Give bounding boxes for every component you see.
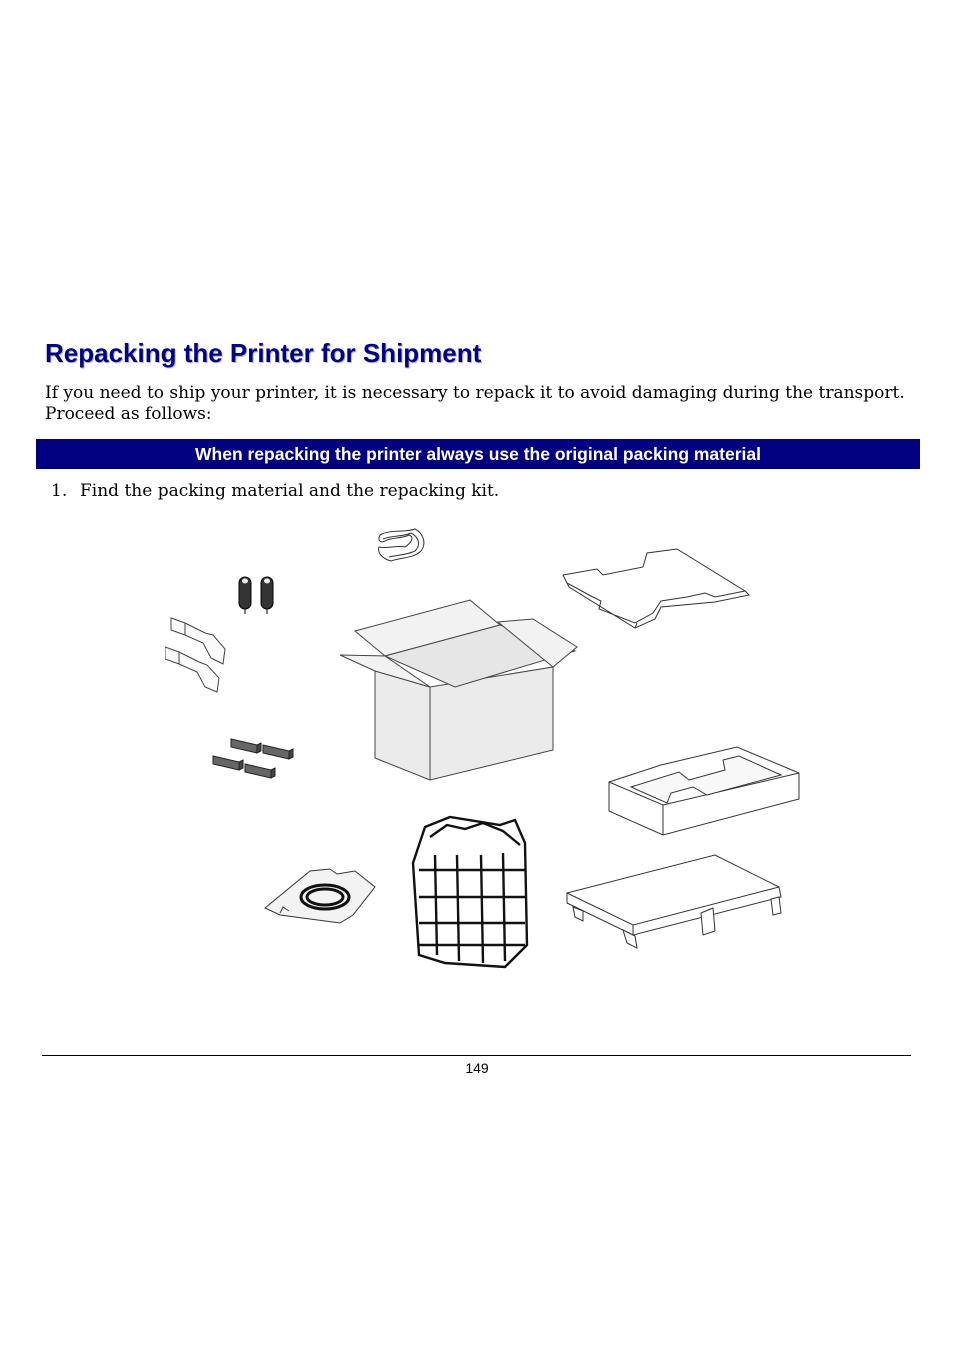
note-banner: When repacking the printer always use th… <box>36 439 920 469</box>
footer-divider <box>42 1055 911 1056</box>
plastic-cage-insert-icon <box>411 815 529 969</box>
end-cap-plug-icon <box>238 576 274 614</box>
cardboard-bottom-tray-icon <box>608 746 800 836</box>
step-list: 1. Find the packing material and the repa… <box>51 480 499 502</box>
packing-material-illustration <box>165 525 800 972</box>
bagged-cable-icon <box>264 868 376 924</box>
metal-bracket-icon <box>212 738 294 779</box>
step-item: 1. Find the packing material and the repa… <box>51 480 499 502</box>
cardboard-box-icon <box>339 599 578 781</box>
cardboard-lid-tray-icon <box>562 548 751 629</box>
plastic-strap-icon <box>378 528 425 562</box>
step-text: Find the packing material and the repack… <box>80 481 500 501</box>
foam-side-insert-icon <box>165 617 226 693</box>
step-number: 1. <box>51 481 68 501</box>
page-number: 149 <box>465 1060 489 1076</box>
page-title: Repacking the Printer for Shipment <box>45 338 482 368</box>
intro-paragraph: If you need to ship your printer, it is … <box>45 383 905 424</box>
wooden-pallet-icon <box>566 854 782 949</box>
